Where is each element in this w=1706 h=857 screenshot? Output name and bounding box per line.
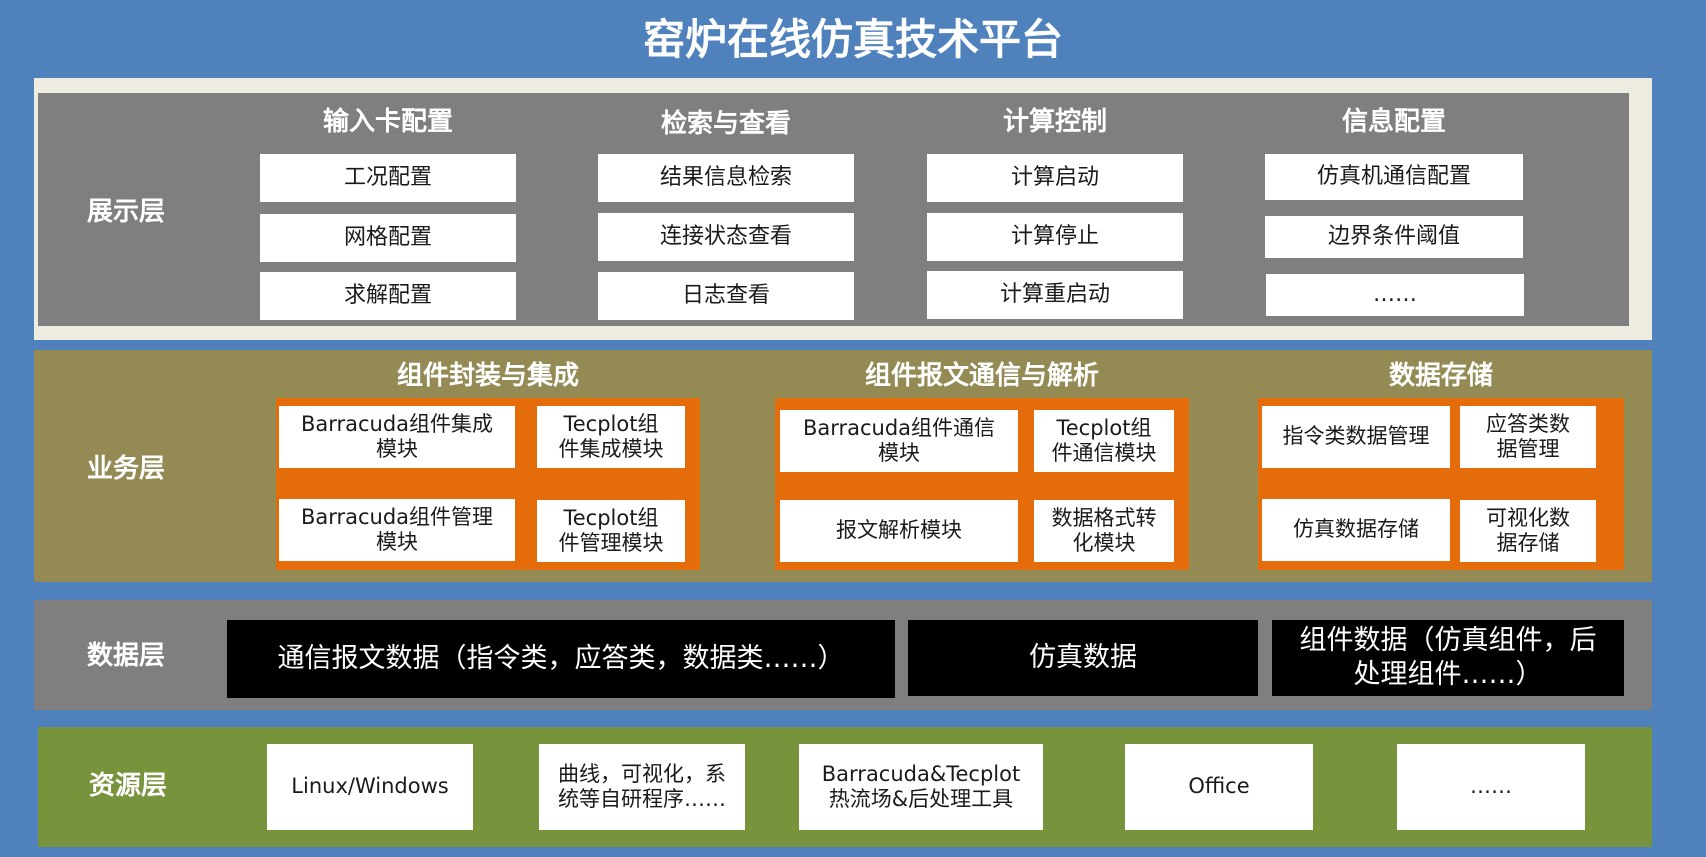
item-data-format-convert: 数据格式转 化模块	[1034, 500, 1174, 562]
item-barracuda-comm: Barracuda组件通信 模块	[780, 410, 1018, 472]
group-title-input-card-config: 输入卡配置	[322, 107, 453, 137]
item-tecplot-comm: Tecplot组 件通信模块	[1034, 410, 1174, 472]
item-office: Office	[1125, 744, 1313, 830]
item-connection-status: 连接状态查看	[598, 213, 854, 261]
item-simulator-comm-config: 仿真机通信配置	[1265, 154, 1523, 200]
item-condition-config: 工况配置	[260, 154, 516, 202]
data-layer-label: 数据层	[86, 641, 165, 671]
business-layer-label: 业务层	[86, 454, 165, 484]
item-message-parse: 报文解析模块	[780, 500, 1018, 562]
group-title-data-storage: 数据存储	[1388, 361, 1493, 391]
resource-layer-label: 资源层	[88, 771, 167, 801]
item-mesh-config: 网格配置	[260, 214, 516, 262]
item-visualization-data-storage: 可视化数 据存储	[1460, 500, 1596, 562]
item-tecplot-management: Tecplot组 件管理模块	[537, 500, 685, 562]
item-simulation-data-storage: 仿真数据存储	[1262, 499, 1450, 561]
item-comm-message-data: 通信报文数据（指令类，应答类，数据类……）	[227, 620, 895, 698]
group-title-info-config: 信息配置	[1341, 107, 1446, 137]
item-compute-start: 计算启动	[927, 154, 1183, 202]
item-compute-stop: 计算停止	[927, 213, 1183, 261]
item-response-data-mgmt: 应答类数 据管理	[1460, 406, 1596, 468]
item-boundary-threshold: 边界条件阈值	[1265, 216, 1523, 258]
item-linux-windows: Linux/Windows	[267, 744, 473, 830]
item-presentation-more: ……	[1266, 274, 1524, 316]
item-solver-config: 求解配置	[260, 272, 516, 320]
presentation-layer-label: 展示层	[86, 197, 165, 227]
group-title-search-view: 检索与查看	[660, 109, 791, 139]
item-result-search: 结果信息检索	[598, 154, 854, 202]
item-simulation-data: 仿真数据	[908, 620, 1258, 696]
item-command-data-mgmt: 指令类数据管理	[1262, 406, 1450, 468]
item-barracuda-management: Barracuda组件管理 模块	[279, 499, 515, 561]
item-compute-restart: 计算重启动	[927, 271, 1183, 319]
item-barracuda-tecplot-tools: Barracuda&Tecplot 热流场&后处理工具	[799, 744, 1043, 830]
item-barracuda-integration: Barracuda组件集成 模块	[279, 406, 515, 468]
item-resource-more: ……	[1397, 744, 1585, 830]
item-log-view: 日志查看	[598, 272, 854, 320]
item-tecplot-integration: Tecplot组 件集成模块	[537, 406, 685, 468]
group-title-message-comm: 组件报文通信与解析	[864, 361, 1099, 391]
item-component-data: 组件数据（仿真组件，后 处理组件……）	[1272, 620, 1624, 696]
group-title-compute-control: 计算控制	[1002, 107, 1107, 137]
item-self-developed-programs: 曲线，可视化，系 统等自研程序……	[539, 744, 745, 830]
group-title-component-integration: 组件封装与集成	[396, 361, 579, 391]
page-title: 窑炉在线仿真技术平台	[642, 15, 1063, 64]
